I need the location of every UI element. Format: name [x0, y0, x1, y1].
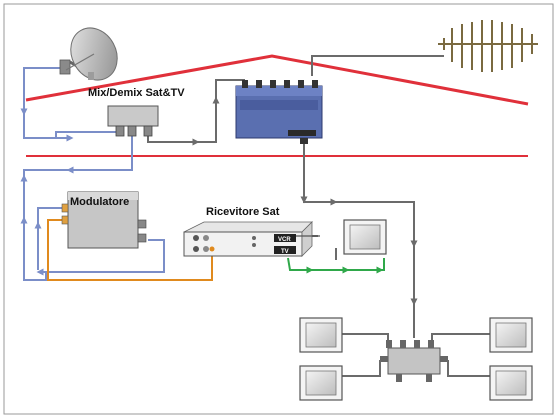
- satellite-dish-icon: [59, 27, 118, 81]
- television-icon: [343, 219, 387, 255]
- ricevitore-device: [183, 221, 320, 257]
- splitter-icon: [380, 340, 448, 382]
- modulatore-label: Modulatore: [70, 196, 129, 208]
- multiswitch-icon: [235, 80, 323, 144]
- tv-feed-cables: [342, 333, 490, 377]
- modulatore-device: [61, 191, 147, 249]
- roof-line: [25, 54, 529, 106]
- tv-tag: TV: [281, 249, 289, 255]
- green-cable: [287, 257, 385, 274]
- orange-cable: [47, 219, 213, 281]
- diagram-frame: [3, 3, 554, 415]
- mix-demix-device: [107, 105, 159, 137]
- mix-demix-label: Mix/Demix Sat&TV: [88, 87, 185, 99]
- television-icon: [489, 317, 533, 353]
- blue-cables: [20, 67, 165, 281]
- ricevitore-label: Ricevitore Sat: [206, 206, 280, 218]
- vcr-tag: VCR: [278, 237, 291, 243]
- yagi-antenna-icon: [438, 20, 538, 72]
- television-icon: [299, 317, 343, 353]
- television-icon: [489, 365, 533, 401]
- television-icon: [299, 365, 343, 401]
